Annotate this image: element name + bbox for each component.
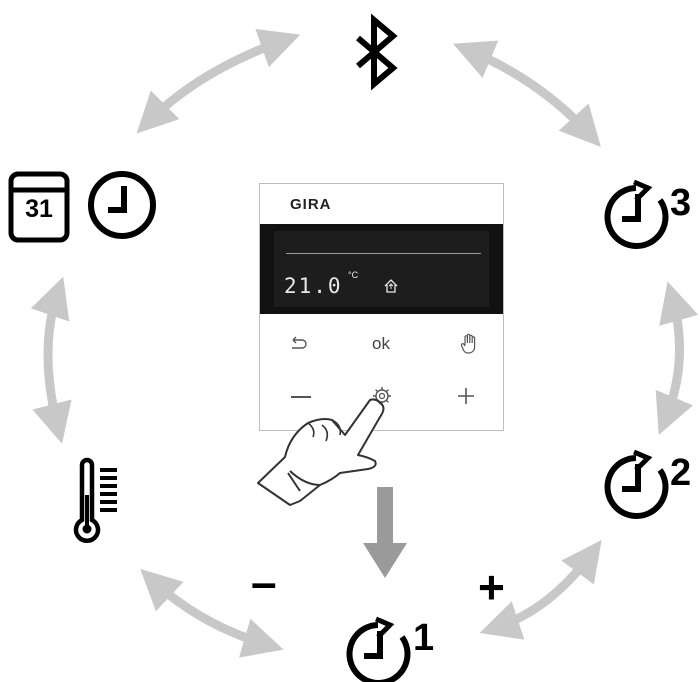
plus-sign: + [478, 561, 505, 613]
temperature-unit: °C [348, 270, 359, 280]
brand-logo: GIRA [290, 196, 332, 213]
timer-1-icon [346, 616, 411, 682]
timer-3-number: 3 [670, 182, 692, 224]
minus-sign: – [251, 556, 277, 608]
plus-button[interactable] [456, 386, 476, 406]
back-button[interactable] [288, 334, 308, 354]
calendar-icon [8, 171, 70, 243]
cycle-arrow-bluetooth-timer3 [453, 40, 601, 147]
press-down-arrow [363, 487, 407, 578]
cycle-arrow-timer2-timer1 [479, 539, 602, 640]
minus-button[interactable] [291, 396, 311, 398]
clock-icon [88, 171, 156, 239]
pressing-hand-icon [257, 398, 385, 506]
cycle-arrow-timer3-timer2 [655, 281, 699, 435]
home-icon [384, 279, 398, 293]
ok-button[interactable]: ok [372, 334, 390, 353]
timer-2-icon [604, 449, 669, 519]
cycle-arrow-timer1-thermometer [140, 568, 284, 658]
calendar-day: 31 [25, 195, 53, 223]
display: 21.0 °C [260, 224, 503, 314]
display-panel: 21.0 °C [274, 231, 489, 307]
display-divider [286, 253, 481, 254]
timer-1-number: 1 [413, 617, 435, 659]
cycle-arrow-calendar-bluetooth [136, 28, 301, 134]
thermostat-device: GIRA 21.0 °C ok [259, 183, 504, 431]
hand-icon[interactable] [459, 333, 479, 355]
bluetooth-icon [356, 13, 398, 91]
cycle-arrow-thermometer-calendar [30, 276, 72, 444]
thermometer-icon [73, 457, 117, 544]
timer-3-icon [604, 179, 669, 249]
temperature-readout: 21.0 [284, 274, 343, 298]
timer-2-number: 2 [670, 452, 692, 494]
